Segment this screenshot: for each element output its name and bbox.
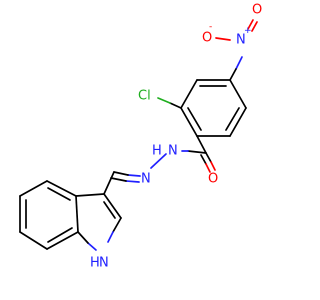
bond-carbonyl-c-o-1b bbox=[210, 161, 216, 171]
bond-indole-benz-1-inner bbox=[47, 187, 71, 201]
bond-nitro-n-o-right-1 bbox=[247, 19, 254, 30]
bond-nitro-n-o-right-2 bbox=[251, 21, 258, 32]
bond-indole-c3-c2 bbox=[103, 193, 122, 219]
bond-ring-a-6 bbox=[229, 79, 247, 109]
atom-hydrazone-n: N bbox=[141, 172, 151, 187]
bond-indole-n-c7a-b bbox=[77, 231, 89, 244]
bond-ring-cl-c bbox=[169, 102, 182, 109]
atom-nitro-o-right: O bbox=[252, 3, 262, 18]
atom-hydrazide-h: H bbox=[152, 144, 162, 159]
bond-nitro-n-ring bbox=[235, 56, 243, 70]
atom-hydrazide-n: N bbox=[168, 144, 178, 159]
bond-n-n bbox=[150, 153, 167, 169]
charge-nitro-o-left: - bbox=[209, 22, 212, 32]
bond-nitro-ring-c bbox=[229, 68, 237, 81]
bond-indole-n-c7a bbox=[87, 242, 97, 251]
bond-imine-2b bbox=[110, 177, 127, 182]
bond-indole-benz-2 bbox=[19, 180, 48, 197]
bond-ring-a-3-inner bbox=[187, 107, 202, 131]
bond-indole-benz-5-inner bbox=[47, 227, 73, 243]
bond-indole-benz-5 bbox=[46, 231, 79, 250]
bond-nitro-n-o-left bbox=[215, 37, 231, 41]
bond-carbonyl-c-o-2 bbox=[200, 154, 207, 165]
bond-carbonyl-c-o-2b bbox=[205, 163, 211, 173]
bond-carbonyl-n bbox=[187, 150, 207, 154]
bond-ring-a-3 bbox=[180, 107, 198, 137]
bond-carbonyl-c-o-1 bbox=[205, 152, 212, 163]
bond-imine-c-indole bbox=[103, 171, 115, 195]
bond-indole-c2-n-b bbox=[107, 231, 114, 243]
charge-nitro-n: + bbox=[244, 26, 252, 36]
bond-indole-c3a-c7a bbox=[75, 195, 79, 233]
bond-imine-1 bbox=[127, 174, 141, 177]
bond-indole-benz-4 bbox=[19, 231, 48, 250]
bond-indole-c3-c3a bbox=[75, 193, 105, 197]
bond-ring-cl bbox=[157, 97, 171, 104]
bond-ring-a-5 bbox=[229, 107, 247, 137]
atom-indole-n: N bbox=[99, 256, 109, 271]
atom-nitro-n: N bbox=[236, 33, 246, 48]
bond-imine-1b bbox=[113, 171, 129, 176]
molecule-structure-diagram: O - N + O Cl N H O N H N bbox=[19, 3, 262, 271]
bond-indole-c3-c2-inner bbox=[103, 201, 116, 219]
atom-chlorine: Cl bbox=[138, 89, 151, 104]
bond-ring-a-2 bbox=[180, 79, 198, 109]
atom-carbonyl-o: O bbox=[208, 172, 218, 187]
atom-nitro-o-left: O bbox=[202, 31, 212, 46]
bond-ring-carbonyl bbox=[196, 135, 207, 154]
atom-indole-h: H bbox=[90, 256, 100, 271]
bond-ring-a-5-inner bbox=[225, 107, 240, 131]
bond-indole-c2-n bbox=[112, 217, 122, 233]
bond-imine-2 bbox=[125, 180, 140, 183]
bond-indole-benz-1 bbox=[46, 180, 77, 197]
